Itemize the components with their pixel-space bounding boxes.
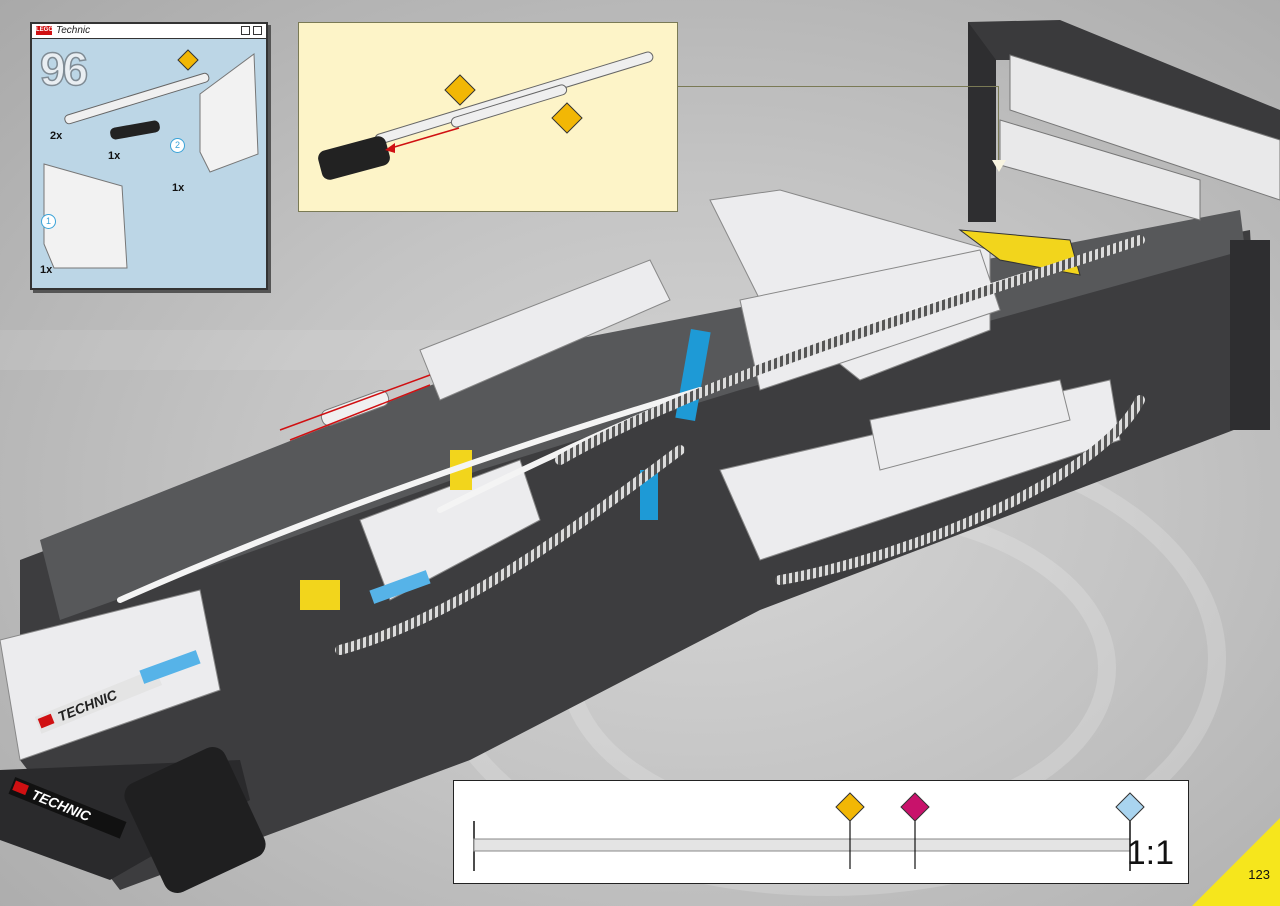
callout-line <box>678 86 998 87</box>
detail-illustration <box>318 51 654 180</box>
rear-frame-top <box>968 20 1280 140</box>
step-parts-panel: LEGO Technic 96 2x 1x 1x 1x 2 1 <box>30 22 268 290</box>
rear-frame-left <box>968 22 996 222</box>
callout-number: 2 <box>170 138 185 153</box>
front-wing-endplate <box>124 746 266 894</box>
connector-icon <box>110 120 160 140</box>
detail-inset <box>298 22 678 212</box>
lightblue-diamond-icon <box>1115 792 1145 822</box>
panel-right-icon <box>199 53 259 173</box>
yellow-diamond-icon <box>177 49 199 71</box>
part-quantity: 1x <box>108 150 121 162</box>
page-number: 123 <box>1248 867 1270 882</box>
callout-line <box>998 86 999 166</box>
parts-illustration <box>43 49 259 269</box>
page-corner <box>1192 818 1280 906</box>
checker-decal <box>139 650 201 684</box>
window-button <box>253 26 262 35</box>
yellow-diamond-icon <box>835 792 865 822</box>
part-quantity: 2x <box>50 130 63 142</box>
yellow-diamond-icon <box>444 74 476 106</box>
window-button <box>241 26 250 35</box>
panel-left-icon <box>43 163 128 269</box>
flex-hoses <box>117 235 1145 655</box>
lego-logo: LEGO <box>36 26 54 35</box>
axle-icon <box>64 72 210 125</box>
step-number: 96 <box>39 42 89 96</box>
panel-titlebar: LEGO Technic <box>32 24 266 39</box>
yellow-bracket <box>300 580 340 610</box>
rear-frame-right <box>1230 240 1270 430</box>
chassis-base <box>20 230 1260 890</box>
yellow-link <box>958 229 1081 276</box>
rear-shock-absorbers <box>999 54 1280 221</box>
callout-arrow-icon <box>992 160 1006 172</box>
checker-decal <box>369 570 431 604</box>
part-quantity: 1x <box>40 264 53 276</box>
inserted-axle-part <box>279 374 431 441</box>
yellow-diamond-icon <box>551 102 583 134</box>
scale-ruler-box: 1:1 <box>453 780 1189 884</box>
callout-number: 1 <box>41 214 56 229</box>
magenta-diamond-icon <box>900 792 930 822</box>
part-quantity: 1x <box>172 182 185 194</box>
scale-ruler <box>473 792 1145 871</box>
scale-label: 1:1 <box>1126 834 1174 872</box>
panel-title: Technic <box>56 25 91 36</box>
